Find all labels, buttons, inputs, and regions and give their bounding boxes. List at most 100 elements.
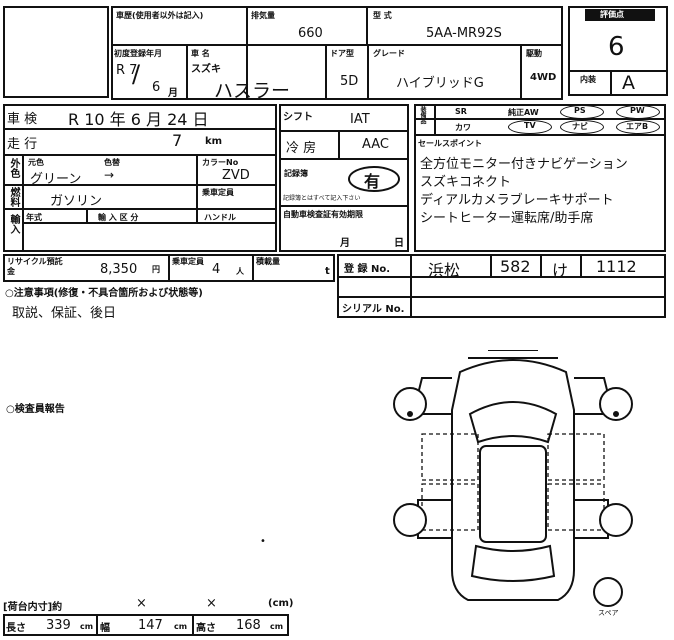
fuel-label: 燃料 <box>8 187 19 207</box>
displacement-label: 排気量 <box>251 11 275 20</box>
model-code-value: 5AA-MR92S <box>426 26 502 41</box>
sales-point-2: スズキコネクト <box>420 175 512 190</box>
cap-label: 乗車定員 <box>202 188 234 197</box>
color-code-value: ZVD <box>222 168 250 183</box>
dot-mark: • <box>260 536 266 547</box>
ton-unit: t <box>325 266 330 277</box>
grade-value: ハイブリッドG <box>396 76 484 91</box>
drive-value: 4WD <box>530 72 557 83</box>
record-note: 記録簿とはすべて記入下さい <box>283 195 361 202</box>
import-class-label: 輸 入 区 分 <box>98 213 139 222</box>
registration-kana: け <box>552 261 569 280</box>
color-change-label: 色替 <box>104 158 120 167</box>
inspection-label: 車 検 <box>7 112 38 127</box>
width-label: 幅 <box>100 623 110 634</box>
person-unit: 人 <box>236 267 244 276</box>
equip-tv: TV <box>524 121 536 130</box>
equip-ps-circle <box>560 105 604 119</box>
height-unit: cm <box>270 622 284 631</box>
shift-label: シフト <box>283 112 313 123</box>
month-unit: 月 <box>168 88 178 99</box>
record-value: 有 <box>364 172 381 191</box>
recycle-amount: 8,350 <box>100 262 138 277</box>
record-label: 記録簿 <box>284 169 308 178</box>
color-orig-label: 元色 <box>28 158 44 167</box>
height-value: 168 <box>236 618 261 633</box>
grade-label: グレード <box>373 49 405 58</box>
first-reg-month: 6 <box>152 80 161 95</box>
valid-month: 月 <box>340 238 350 249</box>
load-label: 積載量 <box>256 257 280 266</box>
equip-leather: カワ <box>455 123 471 132</box>
car-diagram <box>393 350 633 607</box>
car-name: ハスラー <box>214 80 291 102</box>
equip-sr: SR <box>455 107 467 116</box>
mileage-label: 走 行 <box>7 137 38 152</box>
vehicle-info-header <box>111 6 563 100</box>
mileage-unit: km <box>205 136 223 147</box>
yen-unit: 円 <box>152 265 160 274</box>
handle-label: ハンドル <box>204 213 236 222</box>
equip-navi-circle <box>560 120 604 134</box>
color-code-label: カラーNo <box>202 158 239 167</box>
import-label: 輸入 <box>8 214 19 234</box>
sales-points-label: セールスポイント <box>418 139 482 148</box>
equip-ps: PS <box>574 106 586 115</box>
equip-pw-circle <box>616 105 660 119</box>
first-reg-era: R 7 <box>116 63 138 78</box>
shift-value: IAT <box>350 112 370 127</box>
equipment-block <box>414 104 666 252</box>
eval-label: 評価点 <box>600 10 624 19</box>
model-year-label: 車歴(使用者以外は記入) <box>116 11 204 20</box>
width-value: 147 <box>138 618 163 633</box>
fuel-value: ガソリン <box>50 194 103 209</box>
dim-x1: × <box>136 596 147 611</box>
cargo-label: [荷台内寸]約 <box>3 602 63 613</box>
evaluation-box <box>568 6 668 96</box>
equip-navi: ナビ <box>572 122 588 131</box>
length-unit: cm <box>80 622 94 631</box>
length-label: 長さ <box>6 623 26 634</box>
ac-label: 冷 房 <box>286 141 317 156</box>
equip-pw: PW <box>630 106 645 115</box>
serial-label: シリアル No. <box>342 304 405 315</box>
doors-label: ドア型 <box>330 49 354 58</box>
interior-label: 内装 <box>580 75 596 84</box>
drive-label: 駆動 <box>526 49 542 58</box>
color-value: グリーン <box>30 172 82 187</box>
shift-block <box>279 104 409 252</box>
equip-airbag-circle <box>616 120 660 134</box>
sales-point-1: 全方位モニター付きナビゲーション <box>420 157 628 172</box>
photo-box <box>3 6 109 98</box>
displacement-value: 660 <box>298 26 323 41</box>
valid-day: 日 <box>394 238 404 249</box>
interior-grade: A <box>622 72 635 94</box>
first-reg-label: 初度登録年月 <box>114 49 162 58</box>
record-circle <box>348 166 400 192</box>
ac-value: AAC <box>362 137 389 152</box>
capacity-value: 4 <box>212 262 221 277</box>
dim-unit: (cm) <box>268 598 294 609</box>
sales-point-4: シートヒーター運転席/助手席 <box>420 211 594 226</box>
mileage-value: 7 <box>172 131 183 150</box>
eval-score: 6 <box>608 32 625 62</box>
inspection-valid-label: 自動車検査証有効期限 <box>283 210 363 219</box>
recycle-label: リサイクル預託金 <box>7 257 63 276</box>
color-label: 外色 <box>8 158 19 178</box>
equipment-label: 装備品 <box>419 106 426 124</box>
registration-number: 1112 <box>596 257 637 276</box>
slash: / <box>132 60 141 88</box>
width-unit: cm <box>174 622 188 631</box>
notes-text: 取説、保証、後日 <box>12 306 117 321</box>
make-label: 車 名 <box>191 49 210 58</box>
make-value: スズキ <box>191 64 221 75</box>
height-label: 高さ <box>196 623 216 634</box>
notes-label: ○注意事項(修復・不具合箇所および状態等) <box>5 288 203 299</box>
dim-x2: × <box>206 596 217 611</box>
model-code-label: 型 式 <box>373 11 392 20</box>
equip-tv-circle <box>508 120 552 134</box>
sales-point-3: ディアルカメラブレーキサポート <box>420 193 614 208</box>
eval-label-bg <box>585 9 655 21</box>
doors-value: 5D <box>340 74 359 89</box>
length-value: 339 <box>46 618 71 633</box>
